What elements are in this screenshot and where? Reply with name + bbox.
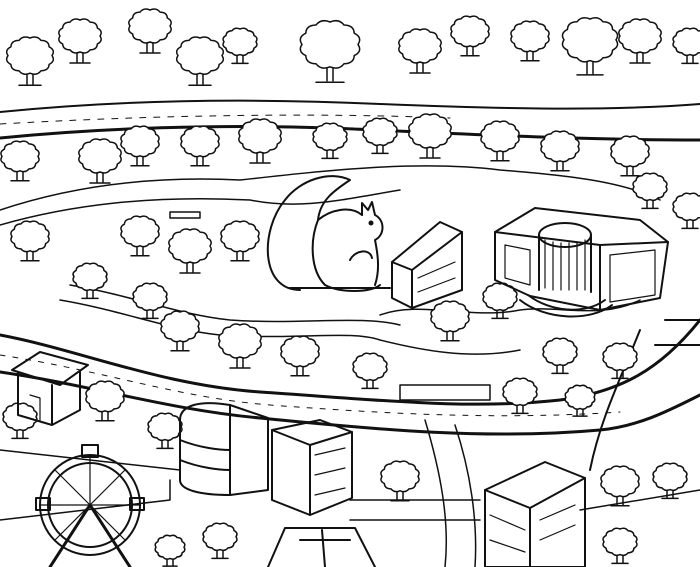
tree-icon bbox=[653, 463, 687, 498]
tree-icon bbox=[431, 301, 469, 341]
tree-icon bbox=[562, 18, 617, 75]
tree-icon bbox=[481, 121, 519, 161]
tree-icon bbox=[601, 466, 639, 506]
tree-icon bbox=[399, 29, 441, 73]
office-building bbox=[485, 462, 585, 567]
tree-icon bbox=[451, 16, 489, 56]
tree-icon bbox=[409, 114, 451, 158]
tree-icon bbox=[203, 523, 237, 558]
tree-icon bbox=[239, 119, 281, 163]
tree-icon bbox=[133, 283, 167, 318]
squirrel-icon bbox=[268, 176, 390, 291]
tree-icon bbox=[59, 19, 101, 63]
tree-icon bbox=[129, 9, 171, 53]
tree-icon bbox=[181, 126, 219, 166]
tree-icon bbox=[511, 21, 549, 61]
cube-building bbox=[272, 420, 352, 515]
tree-icon bbox=[177, 37, 224, 85]
roads bbox=[0, 420, 700, 567]
tree-icon bbox=[281, 336, 319, 376]
ferris-wheel-icon bbox=[36, 445, 144, 567]
tree-icon bbox=[3, 403, 37, 438]
tree-icon bbox=[219, 324, 261, 368]
building-icon bbox=[392, 222, 462, 308]
tree-icon bbox=[673, 28, 700, 63]
tree-icon bbox=[11, 221, 49, 261]
tree-icon bbox=[148, 413, 182, 448]
tree-icon bbox=[541, 131, 579, 171]
tree-icon bbox=[673, 193, 700, 228]
tree-icon bbox=[86, 381, 124, 421]
tree-icon bbox=[300, 21, 359, 83]
curved-building bbox=[180, 403, 268, 495]
tree-icon bbox=[221, 221, 259, 261]
tree-icon bbox=[7, 37, 54, 85]
tree-icon bbox=[313, 123, 347, 158]
plaza bbox=[268, 528, 375, 567]
tree-icon bbox=[603, 528, 637, 563]
tree-icon bbox=[121, 126, 159, 166]
tree-icon bbox=[353, 353, 387, 388]
trees bbox=[1, 9, 700, 566]
tree-icon bbox=[565, 385, 595, 416]
tree-icon bbox=[155, 535, 185, 566]
tree-icon bbox=[503, 378, 537, 413]
tree-icon bbox=[611, 136, 649, 176]
tree-icon bbox=[73, 263, 107, 298]
tree-icon bbox=[543, 338, 577, 373]
tree-icon bbox=[169, 229, 211, 273]
tree-icon bbox=[619, 19, 661, 63]
museum-icon bbox=[495, 208, 668, 316]
tree-icon bbox=[363, 118, 397, 153]
tree-icon bbox=[121, 216, 159, 256]
tree-icon bbox=[603, 343, 637, 378]
tree-icon bbox=[1, 141, 39, 181]
tree-icon bbox=[79, 139, 121, 183]
tree-icon bbox=[633, 173, 667, 208]
tree-icon bbox=[161, 311, 199, 351]
hut-icon bbox=[12, 352, 88, 425]
tree-icon bbox=[223, 28, 257, 63]
tree-icon bbox=[381, 461, 419, 501]
